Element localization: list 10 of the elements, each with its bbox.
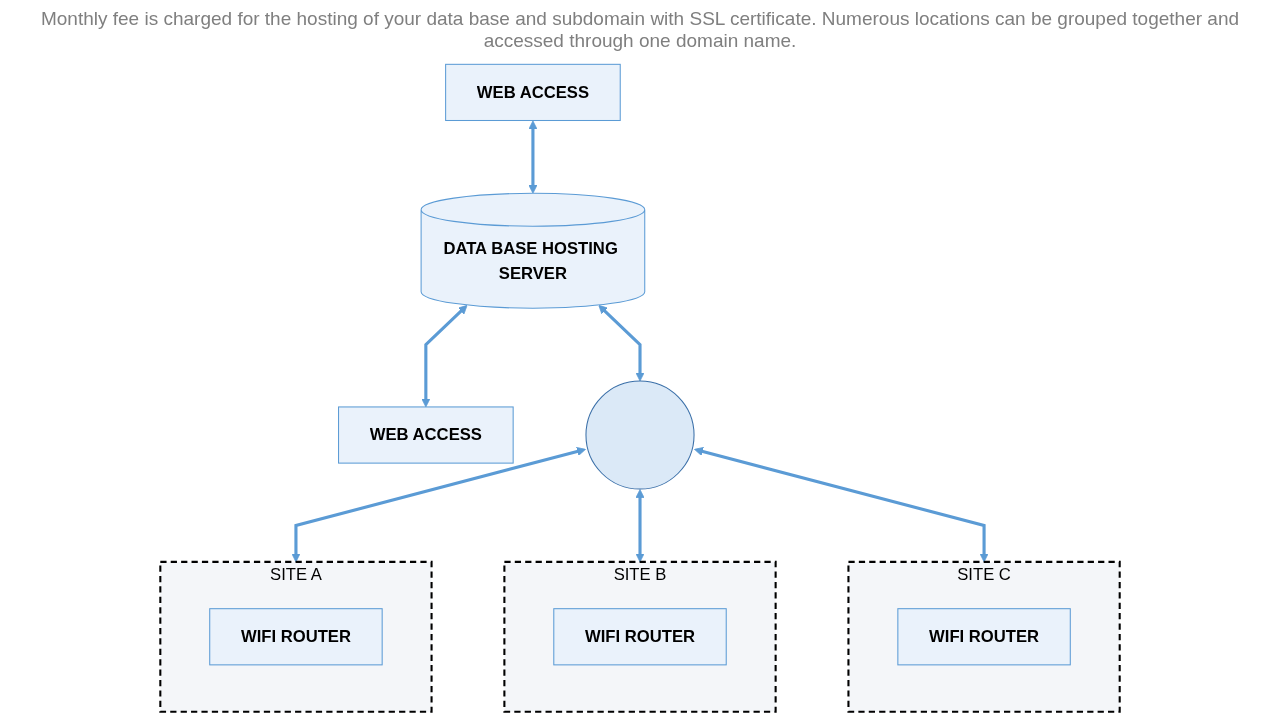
node-box: WIFI ROUTER [897,608,1071,666]
node-box: WEB ACCESS [338,406,514,464]
node-box: WEB ACCESS [445,63,621,121]
description-text: Monthly fee is charged for the hosting of your data base and subdomain with SSL certificate. Numerous locations can be grouped together and accessed through one domain name. [39,8,1241,52]
node-box: WIFI ROUTER [209,608,383,666]
node-box: WIFI ROUTER [553,608,727,666]
arrow [528,120,538,194]
arrow [598,304,645,382]
arrow [421,304,468,408]
node-circle [585,380,695,490]
